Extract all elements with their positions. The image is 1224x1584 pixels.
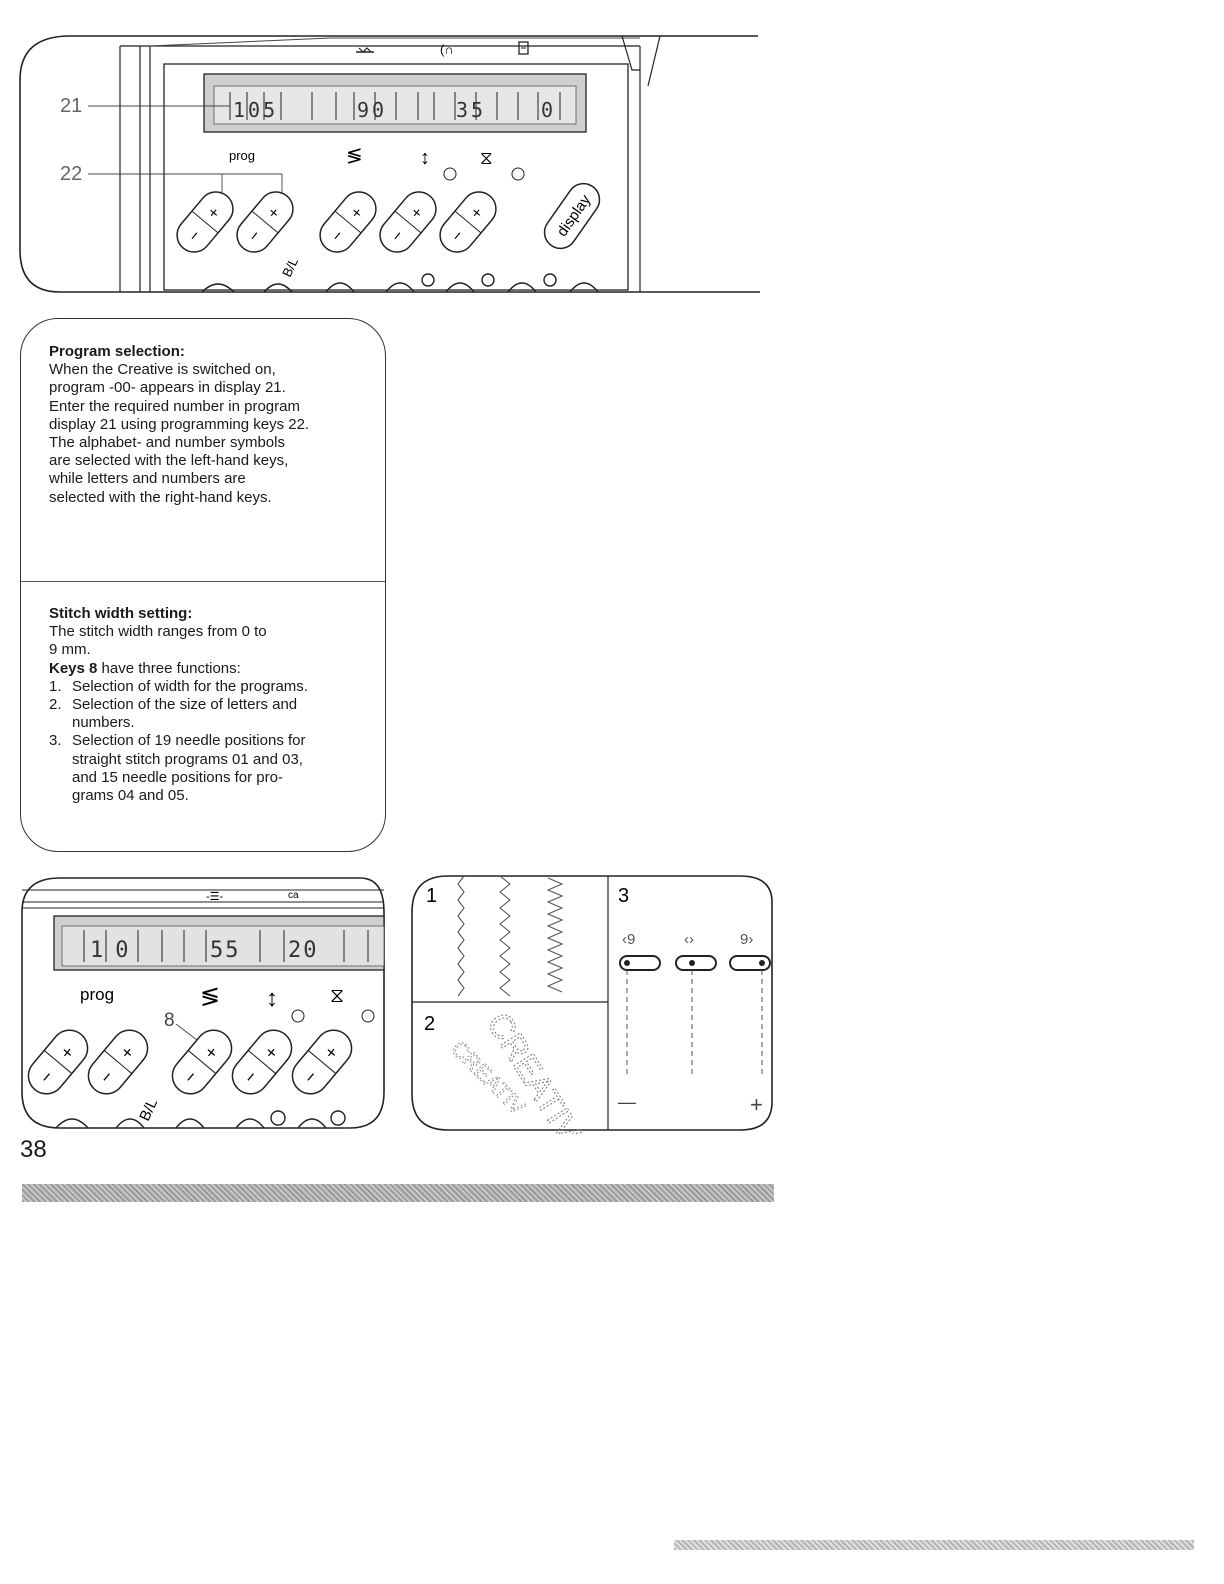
stitch-width-section: Stitch width setting: The stitch width r… — [49, 605, 369, 805]
width-key[interactable]: −+ — [165, 1023, 239, 1101]
text-line: straight stitch programs 01 and 03, — [72, 750, 303, 768]
program-display: 105 90 35 0 — [203, 73, 587, 133]
program-key-left[interactable]: −+ — [21, 1023, 95, 1101]
list-number: 1. — [49, 677, 62, 695]
bobbin-icon: (∩ — [440, 42, 454, 57]
balance-icon: ⧖ — [480, 148, 493, 168]
display-length-value: 35 — [456, 98, 486, 122]
bl-label: B/L — [279, 255, 301, 279]
list-item: 1. Selection of width for the programs. — [49, 678, 369, 696]
length-key[interactable]: −+ — [373, 185, 443, 259]
program-selection-heading: Program selection: — [49, 343, 185, 360]
bobbin-icon: ca — [288, 890, 299, 901]
text-line: When the Creative is switched on, — [49, 361, 276, 379]
foot-pressure-icon: -☰- — [206, 891, 224, 903]
callout-21: 21 — [60, 95, 82, 117]
display-length-value: 20 — [288, 938, 319, 963]
minus-label: — — [618, 1092, 636, 1112]
program-selection-section: Program selection: When the Creative is … — [49, 343, 369, 507]
list-number: 2. — [49, 696, 62, 714]
stitch-width-heading: Stitch width setting: — [49, 605, 193, 622]
plus-label: + — [750, 1092, 763, 1117]
display-width-value: 90 — [357, 98, 387, 122]
zigzag-wide — [546, 877, 564, 993]
needle-slot-right — [729, 955, 771, 971]
text-line: selected with the right-hand keys. — [49, 488, 272, 506]
keys-rest: have three functions: — [97, 659, 241, 677]
keys-bold: Keys 8 — [49, 659, 98, 677]
foot-icon — [518, 41, 529, 55]
program-key-left[interactable]: −+ — [170, 185, 240, 259]
text-line: Enter the required number in program — [49, 397, 300, 415]
page-number: 38 — [20, 1136, 47, 1163]
led-indicator — [443, 167, 457, 181]
stitch-width-icon: ≶ — [346, 145, 363, 167]
text-line: display 21 using programming keys 22. — [49, 415, 310, 433]
program-key-right[interactable]: −+ — [81, 1023, 155, 1101]
length-key[interactable]: −+ — [225, 1023, 299, 1101]
display-program-value: 10 — [90, 938, 141, 963]
text-line: while letters and numbers are — [49, 470, 246, 488]
text-line: and 15 needle positions for pro- — [72, 768, 283, 786]
text-line: are selected with the left-hand keys, — [49, 452, 289, 470]
text-line: Selection of 19 needle positions for — [72, 732, 306, 750]
top-control-panel-figure: (∩ 105 90 35 0 21 22 prog ≶ ↕ ⧖ — [19, 35, 760, 293]
width-key[interactable]: −+ — [313, 185, 383, 259]
zigzag-medium — [499, 875, 511, 997]
panel-3-number: 3 — [618, 885, 629, 907]
balance-key[interactable]: −+ — [433, 185, 503, 259]
footer-bar-secondary — [674, 1540, 1194, 1550]
program-key-right[interactable]: −+ — [230, 185, 300, 259]
zigzag-narrow — [457, 875, 465, 997]
needle-center-label: ‹› — [684, 931, 694, 948]
callout-22: 22 — [60, 163, 82, 185]
text-line: grams 04 and 05. — [72, 787, 189, 805]
led-indicator — [511, 167, 525, 181]
balance-key[interactable]: −+ — [285, 1023, 359, 1101]
needle-left-label: ‹9 — [622, 931, 635, 948]
display-balance-value: 0 — [541, 98, 553, 122]
display-program-value: 105 — [233, 98, 278, 122]
panel-1-number: 1 — [426, 885, 437, 907]
prog-label: prog — [229, 148, 255, 163]
led-indicator — [291, 1009, 305, 1023]
text-line: The alphabet- and number symbols — [49, 434, 285, 452]
stitch-length-icon: ↕ — [266, 985, 278, 1012]
text-line: Keys 8 have three functions: — [49, 660, 369, 678]
display-key[interactable]: display — [538, 177, 606, 254]
led-indicator — [361, 1009, 375, 1023]
foot-pressure-icon — [356, 47, 374, 53]
list-item: 2. Selection of the size of letters and … — [49, 696, 369, 732]
balance-icon: ⧖ — [330, 985, 344, 1007]
footer-bar — [22, 1184, 774, 1202]
stitch-width-icon: ≶ — [200, 983, 220, 1010]
stitch-examples-figure: 1 2 CREATIV CREATIV 3 ‹9 ‹› 9› — + — [411, 875, 773, 1134]
prog-label: prog — [80, 985, 114, 1004]
section-divider — [21, 581, 385, 582]
needle-right-label: 9› — [740, 931, 753, 948]
list-item: 3. Selection of 19 needle positions for … — [49, 732, 369, 805]
text-line: program -00- appears in display 21. — [49, 379, 286, 397]
text-line: Selection of the size of letters and — [72, 696, 298, 714]
bl-label: B/L — [136, 1096, 161, 1124]
list-number: 3. — [49, 732, 62, 750]
text-line: The stitch width ranges from 0 to — [49, 623, 267, 641]
needle-slot-center — [675, 955, 717, 971]
display-width-value: 55 — [210, 938, 241, 963]
text-line: Selection of width for the programs. — [72, 677, 308, 695]
panel-2-number: 2 — [424, 1013, 435, 1035]
callout-8: 8 — [164, 1010, 175, 1031]
text-line: 9 mm. — [49, 641, 91, 659]
program-display: 10 55 20 — [53, 915, 385, 971]
instruction-panel: Program selection: When the Creative is … — [20, 318, 386, 852]
stitch-length-icon: ↕ — [420, 147, 430, 169]
bottom-control-panel-figure: -☰- ca 10 55 20 prog ≶ ↕ ⧖ 8 −+ −+ −+ — [21, 877, 385, 1129]
needle-slot-left — [619, 955, 661, 971]
text-line: numbers. — [72, 714, 135, 732]
functions-list: 1. Selection of width for the programs. … — [49, 678, 369, 805]
